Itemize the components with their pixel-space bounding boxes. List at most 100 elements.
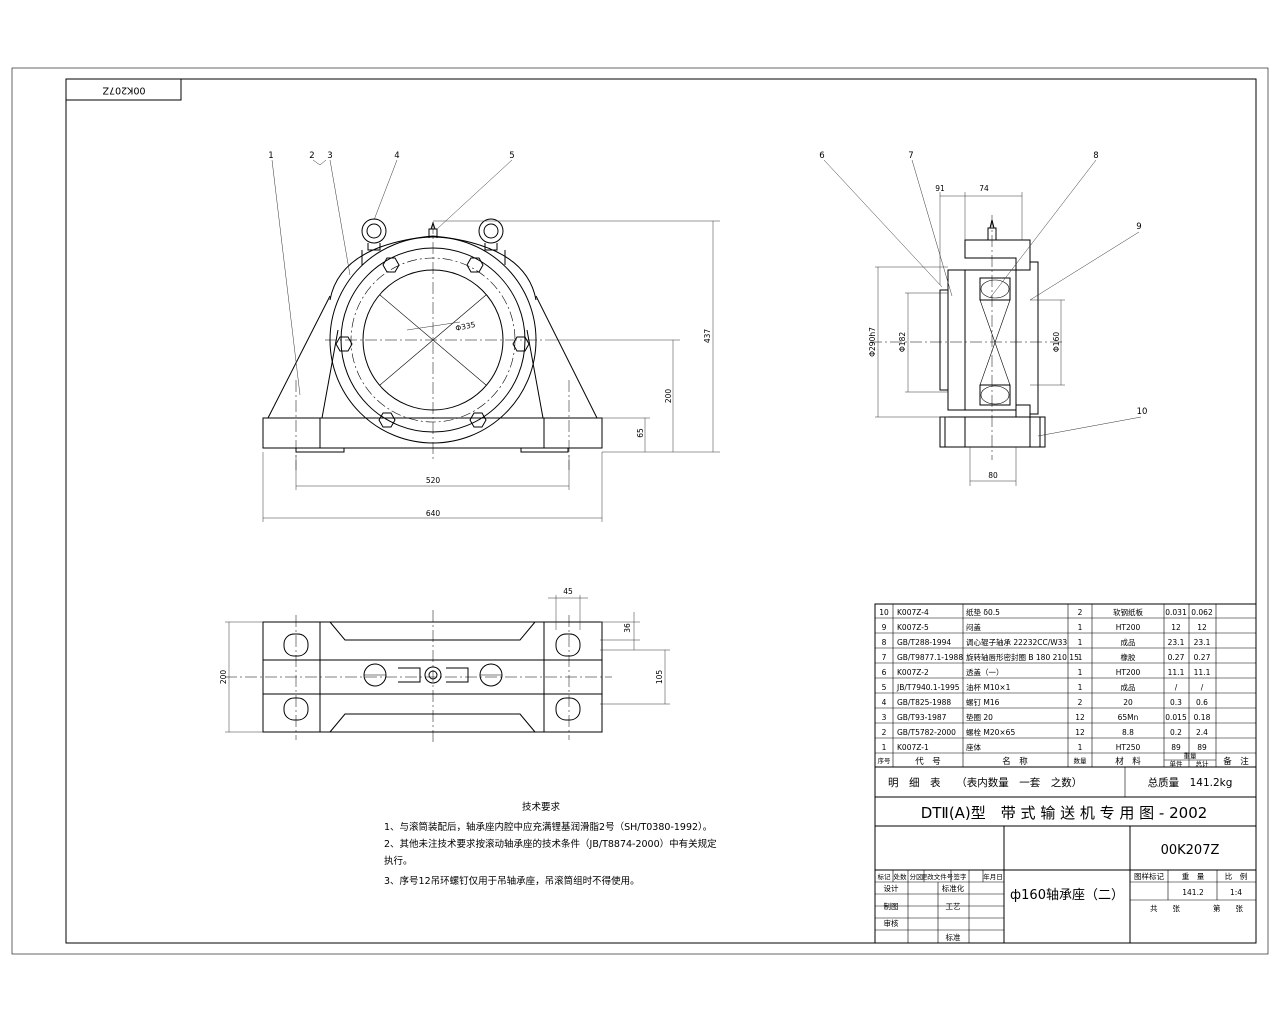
bom-cell-qty: 1 xyxy=(1078,653,1083,662)
sheet-outer-border xyxy=(11,67,1269,955)
bom-cell-w2: 0.27 xyxy=(1194,653,1211,662)
bom-cell-mat: 65Mn xyxy=(1118,713,1139,722)
bom-cell-w1: 0.27 xyxy=(1168,653,1185,662)
dim-center-200: 200 xyxy=(664,389,673,404)
tech-req-line-4: 3、序号12吊环螺钉仅用于吊轴承座，吊滚筒组时不得使用。 xyxy=(384,875,640,887)
bom-cell-qty: 1 xyxy=(1078,638,1083,647)
bom-cell-code: K007Z-4 xyxy=(897,608,929,617)
bom-cell-name: 旋转轴唇形密封圈 B 180 210 15 xyxy=(966,652,1079,662)
sign-review: 审核 xyxy=(884,918,899,928)
bom-header-material: 材 料 xyxy=(1115,756,1141,767)
bom-header-weight: 重量 xyxy=(1184,752,1198,760)
bom-cell-qty: 12 xyxy=(1075,713,1085,722)
bom-cell-w2: 0.6 xyxy=(1196,698,1208,707)
dim-width-80: 80 xyxy=(988,471,998,480)
bom-cell-w2: 2.4 xyxy=(1196,728,1208,737)
stamp-box xyxy=(65,78,182,101)
bom-header-total: 总计 xyxy=(1196,759,1210,768)
series-title: DTⅡ(A)型 带 式 输 送 机 专 用 图 - 2002 xyxy=(921,804,1208,822)
balloon-3: 3 xyxy=(327,151,332,161)
bom-cell-w1: 23.1 xyxy=(1168,638,1185,647)
bom-cell-mat: HT200 xyxy=(1116,668,1141,677)
tech-req-line-1: 1、与滚筒装配后，轴承座内腔中应充满锂基润滑脂2号（SH/T0380-1992）… xyxy=(384,821,712,833)
dim-w-74: 74 xyxy=(979,184,989,193)
dim-plan-200: 200 xyxy=(219,670,228,685)
bom-cell-w1: 11.1 xyxy=(1168,668,1185,677)
bom-cell-mat: 成品 xyxy=(1121,682,1136,692)
balloon-5: 5 xyxy=(509,151,514,161)
bom-cell-code: GB/T825-1988 xyxy=(897,698,951,707)
bom-cell-qty: 2 xyxy=(1078,608,1083,617)
balloon-7: 7 xyxy=(908,151,913,161)
rev-h-date: 年月日 xyxy=(983,872,1003,881)
bom-cell-w2: 23.1 xyxy=(1194,638,1211,647)
bom-cell-qty: 1 xyxy=(1078,683,1083,692)
bom-cell-w2: 0.18 xyxy=(1194,713,1211,722)
dim-dia-182: Φ182 xyxy=(898,332,907,352)
bom-cell-w1: 0.3 xyxy=(1170,698,1182,707)
dim-span-520: 520 xyxy=(426,476,441,485)
sheet-inner-border xyxy=(65,78,1257,944)
sign-process: 工艺 xyxy=(946,902,961,911)
bom-cell-no: 10 xyxy=(879,608,889,617)
dim-plan-45: 45 xyxy=(563,587,573,596)
bom-cell-code: JB/T7940.1-1995 xyxy=(896,683,960,692)
bom-cell-w1: 89 xyxy=(1171,743,1181,752)
bom-total-mass: 总质量 141.2kg xyxy=(1148,776,1233,789)
bom-cell-mat: 软钢纸板 xyxy=(1113,607,1143,617)
balloon-4: 4 xyxy=(394,151,399,161)
bom-cell-code: GB/T9877.1-1988 xyxy=(897,653,963,662)
bom-cell-name: 纸垫 δ0.5 xyxy=(966,607,1000,617)
bom-cell-no: 2 xyxy=(882,728,887,737)
bom-cell-no: 5 xyxy=(882,683,887,692)
bom-cell-w1: 0.2 xyxy=(1170,728,1182,737)
balloon-10: 10 xyxy=(1137,407,1148,417)
bom-cell-w2: / xyxy=(1201,683,1204,692)
balloon-6: 6 xyxy=(819,151,824,161)
dim-plan-36: 36 xyxy=(623,623,632,633)
bom-header-code: 代 号 xyxy=(915,756,941,767)
bom-cell-code: GB/T93-1987 xyxy=(897,713,947,722)
section-view: 91 74 Φ290h7 Φ182 Φ160 80 6 7 8 9 10 xyxy=(819,151,1147,486)
dim-length-640: 640 xyxy=(426,509,441,518)
bom-cell-code: K007Z-5 xyxy=(897,623,929,632)
bom-header-unit: 单件 xyxy=(1170,759,1184,768)
bom-cell-mat: 橡胶 xyxy=(1121,652,1137,662)
bom-cell-no: 4 xyxy=(882,698,887,707)
bom-cell-name: 座体 xyxy=(966,742,981,752)
drawing-number: 00K207Z xyxy=(1161,843,1220,858)
bom-cell-w1: 12 xyxy=(1171,623,1181,632)
bom-cell-name: 螺栓 M20×65 xyxy=(966,727,1015,737)
bom-cell-qty: 12 xyxy=(1075,728,1085,737)
sheet-number: 第 张 xyxy=(1213,903,1243,913)
bom-cell-name: 闷盖 xyxy=(966,622,981,632)
bom-cell-qty: 2 xyxy=(1078,698,1083,707)
plan-view: 45 36 105 200 xyxy=(219,587,670,745)
rev-h-sign: 签字 xyxy=(954,872,968,881)
tech-req-title: 技术要求 xyxy=(522,801,561,813)
dim-height-437: 437 xyxy=(703,329,712,344)
bom-cell-w2: 12 xyxy=(1197,623,1207,632)
bom-cell-qty: 1 xyxy=(1078,623,1083,632)
tech-req-line-3: 执行。 xyxy=(384,855,413,867)
title-block: DTⅡ(A)型 带 式 输 送 机 专 用 图 - 2002 00K207Z 标… xyxy=(874,796,1257,944)
bom-cell-mat: 20 xyxy=(1123,698,1133,707)
sheet-total: 共 张 xyxy=(1150,904,1180,913)
bom-cell-code: GB/T288-1994 xyxy=(897,638,951,647)
balloon-8: 8 xyxy=(1093,151,1098,161)
stamp-code: 00K207Z xyxy=(102,85,145,96)
sign-design: 设计 xyxy=(884,883,899,893)
bom-caption: 明 细 表 （表内数量 一套 之数） xyxy=(888,776,1082,789)
bom-cell-w2: 89 xyxy=(1197,743,1207,752)
bom-cell-mat: HT200 xyxy=(1116,623,1141,632)
bom-cell-no: 1 xyxy=(882,743,887,752)
bom-cell-code: K007Z-2 xyxy=(897,668,929,677)
sign-drawn: 制图 xyxy=(884,901,899,911)
rev-h-count: 处数 xyxy=(894,872,908,881)
bom-cell-no: 7 xyxy=(882,653,887,662)
bom-header-note: 备 注 xyxy=(1223,756,1249,767)
dim-dia-335: Φ335 xyxy=(455,320,477,333)
bom-cell-w2: 0.062 xyxy=(1191,608,1213,617)
